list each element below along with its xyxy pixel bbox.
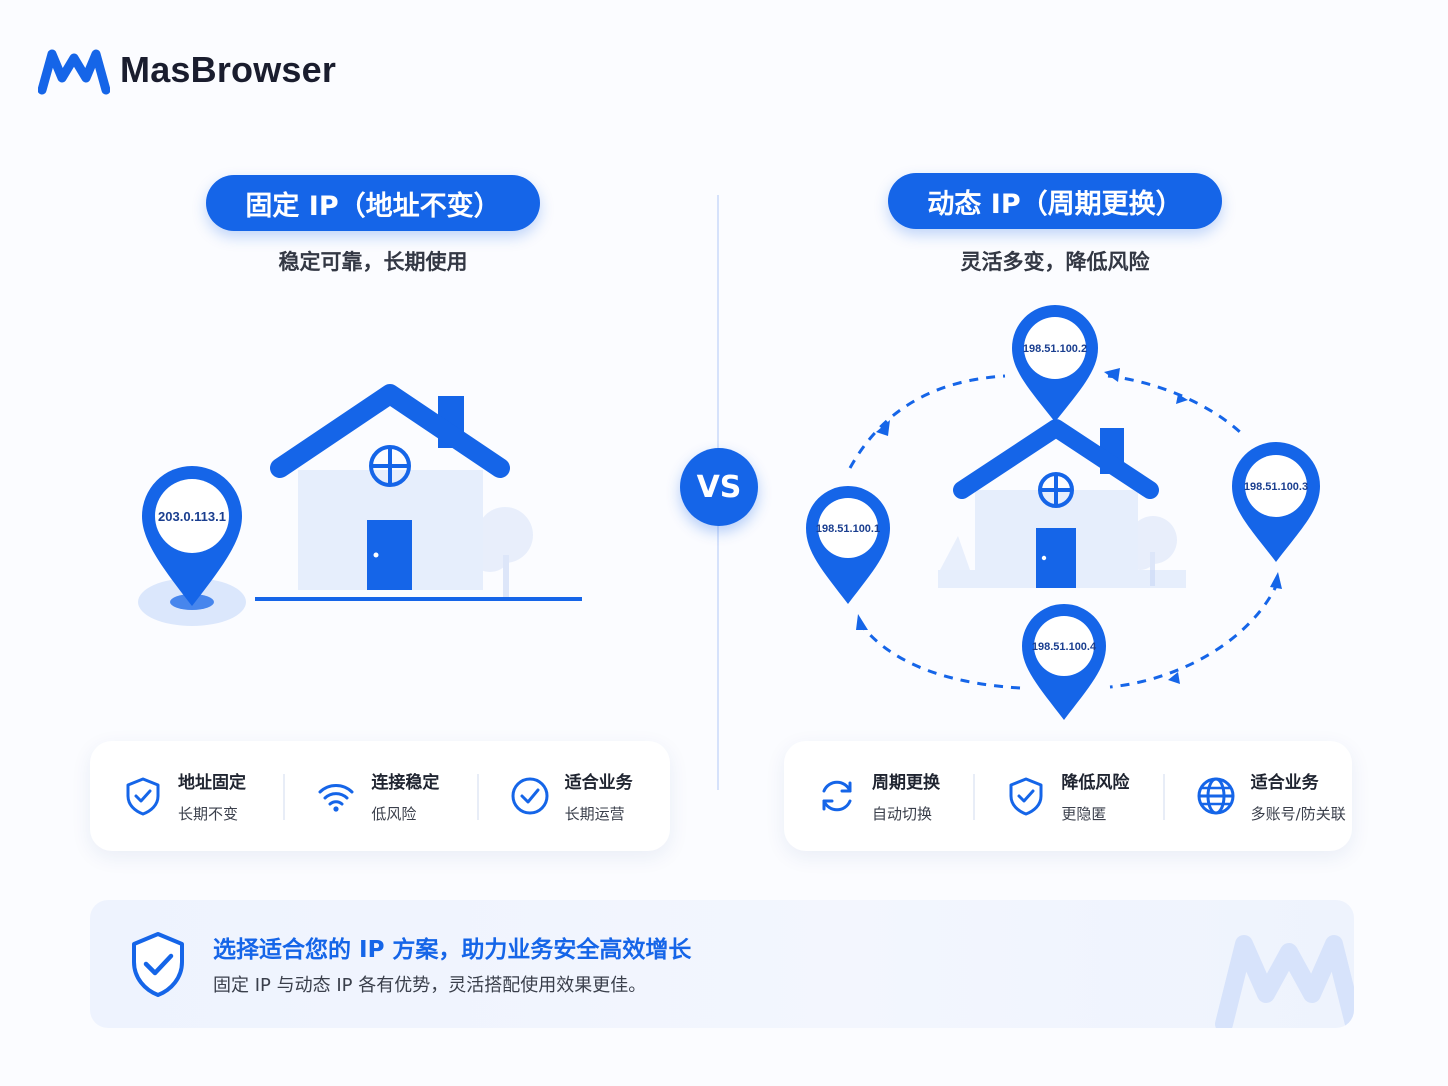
feature-title: 地址固定 bbox=[178, 773, 246, 793]
dynamic-ip-pill: 动态 IP（周期更换） bbox=[888, 173, 1222, 229]
location-pin-icon: 198.51.100.4 bbox=[1022, 604, 1106, 720]
location-pin-icon: 198.51.100.2 bbox=[1012, 305, 1098, 422]
check-circle-icon bbox=[511, 777, 549, 815]
dynamic-ip-address: 198.51.100.3 bbox=[1244, 481, 1308, 493]
brand-name: MasBrowser bbox=[120, 49, 337, 90]
feature-title: 周期更换 bbox=[872, 773, 940, 793]
cycle-arrowheads bbox=[856, 368, 1282, 684]
feature-subtitle: 长期不变 bbox=[178, 805, 239, 823]
rotation-cycle-path bbox=[848, 374, 1280, 690]
dynamic-ip-address: 198.51.100.1 bbox=[816, 523, 880, 535]
feature-item: 周期更换 自动切换 bbox=[784, 768, 973, 824]
feature-item: 适合业务 长期运营 bbox=[476, 768, 670, 824]
location-pin-icon: 203.0.113.1 bbox=[138, 466, 246, 626]
summary-banner bbox=[90, 900, 1354, 1028]
feature-item: 地址固定 长期不变 bbox=[90, 768, 283, 824]
feature-subtitle: 低风险 bbox=[371, 805, 417, 823]
fixed-ip-subtitle: 稳定可靠，长期使用 bbox=[278, 250, 468, 274]
feature-subtitle: 长期运营 bbox=[564, 805, 625, 823]
fixed-ip-illustration: 203.0.113.1 bbox=[138, 384, 582, 626]
dynamic-ip-address: 198.51.100.4 bbox=[1032, 641, 1097, 653]
location-pin-icon: 198.51.100.1 bbox=[806, 486, 890, 604]
wifi-icon bbox=[318, 784, 354, 812]
vs-badge: VS bbox=[680, 448, 758, 526]
globe-icon bbox=[1197, 777, 1235, 815]
feature-title: 连接稳定 bbox=[371, 773, 440, 793]
feature-subtitle: 自动切换 bbox=[872, 805, 933, 823]
fixed-ip-pill: 固定 IP（地址不变） bbox=[206, 175, 540, 231]
banner-title: 选择适合您的 IP 方案，助力业务安全高效增长 bbox=[213, 937, 692, 963]
feature-title: 适合业务 bbox=[564, 773, 633, 793]
feature-title: 适合业务 bbox=[1250, 773, 1319, 793]
brand-watermark-icon bbox=[1215, 935, 1354, 1028]
dynamic-ip-subtitle: 灵活多变，降低风险 bbox=[960, 250, 1150, 274]
fixed-ip-address: 203.0.113.1 bbox=[158, 509, 226, 524]
shield-check-icon bbox=[132, 932, 184, 997]
dynamic-ip-address: 198.51.100.2 bbox=[1023, 343, 1087, 355]
dynamic-ip-features-card: 周期更换 自动切换 降低风险 更隐匿 适合业务 多账号/防关联 bbox=[784, 741, 1352, 851]
feature-item: 连接稳定 低风险 bbox=[283, 768, 476, 824]
fixed-ip-features-card: 地址固定 长期不变 连接稳定 低风险 适合业务 长期运营 bbox=[90, 741, 670, 851]
feature-subtitle: 多账号/防关联 bbox=[1250, 805, 1346, 823]
refresh-icon bbox=[822, 780, 852, 812]
brand-mark-icon bbox=[38, 49, 110, 95]
feature-item: 适合业务 多账号/防关联 bbox=[1162, 768, 1352, 824]
feature-item: 降低风险 更隐匿 bbox=[973, 768, 1162, 824]
house-icon bbox=[270, 384, 510, 590]
banner-subtitle: 固定 IP 与动态 IP 各有优势，灵活搭配使用效果更佳。 bbox=[213, 975, 647, 996]
location-pin-icon: 198.51.100.3 bbox=[1232, 442, 1320, 562]
brand-logo: MasBrowser bbox=[38, 44, 336, 96]
house-icon bbox=[938, 419, 1186, 588]
feature-subtitle: 更隐匿 bbox=[1061, 805, 1107, 823]
feature-title: 降低风险 bbox=[1061, 773, 1130, 793]
shield-check-icon bbox=[126, 777, 160, 816]
dynamic-ip-illustration: 198.51.100.2 198.51.100.1 198.51.100.3 1… bbox=[806, 305, 1320, 720]
shield-check-icon bbox=[1009, 777, 1043, 816]
